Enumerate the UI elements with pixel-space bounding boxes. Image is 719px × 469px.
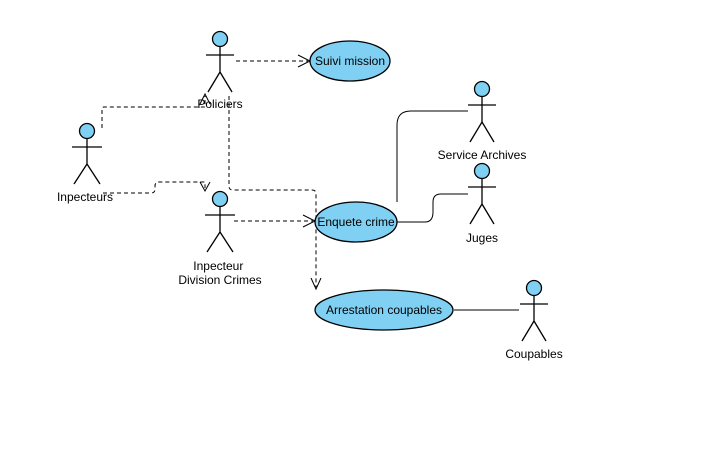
- actor-service-archives-label: Service Archives: [438, 148, 527, 162]
- actor-coupables[interactable]: Coupables: [505, 279, 563, 362]
- edge-policiers-suivi-mission: [236, 54, 312, 68]
- actor-inpecteur-division-line1: Inpecteur: [193, 259, 243, 273]
- actor-inpecteurs-label: Inpecteurs: [57, 190, 113, 204]
- actor-inpecteur-division-label: Inpecteur Division Crimes: [178, 259, 261, 287]
- actor-inpecteurs[interactable]: Inpecteurs: [57, 122, 113, 205]
- edge-inpecteurs-division: [103, 181, 211, 194]
- usecase-enquete-crime-label: Enquete crime: [317, 215, 395, 229]
- edge-enquete-juges: [397, 193, 468, 223]
- edge-division-enquete: [234, 214, 317, 228]
- edge-policiers-arrestation: [228, 96, 322, 291]
- usecase-enquete-crime[interactable]: Enquete crime: [314, 201, 398, 243]
- usecase-arrestation-coupables-label: Arrestation coupables: [326, 303, 442, 317]
- actor-juges-label: Juges: [466, 231, 498, 245]
- actor-policiers-label: Policiers: [197, 97, 242, 111]
- actor-coupables-label: Coupables: [505, 347, 562, 361]
- usecase-suivi-mission-label: Suivi mission: [315, 54, 385, 68]
- edge-enquete-archives: [396, 110, 468, 202]
- actor-inpecteur-division-crimes[interactable]: Inpecteur Division Crimes: [178, 190, 262, 288]
- actor-juges[interactable]: Juges: [466, 162, 498, 246]
- actor-policiers[interactable]: Policiers: [197, 30, 243, 112]
- edge-inpecteurs-policiers: [101, 92, 211, 128]
- usecase-arrestation-coupables[interactable]: Arrestation coupables: [314, 289, 454, 331]
- usecase-suivi-mission[interactable]: Suivi mission: [309, 40, 391, 82]
- actor-inpecteur-division-line2: Division Crimes: [178, 273, 261, 287]
- actor-service-archives[interactable]: Service Archives: [438, 80, 527, 163]
